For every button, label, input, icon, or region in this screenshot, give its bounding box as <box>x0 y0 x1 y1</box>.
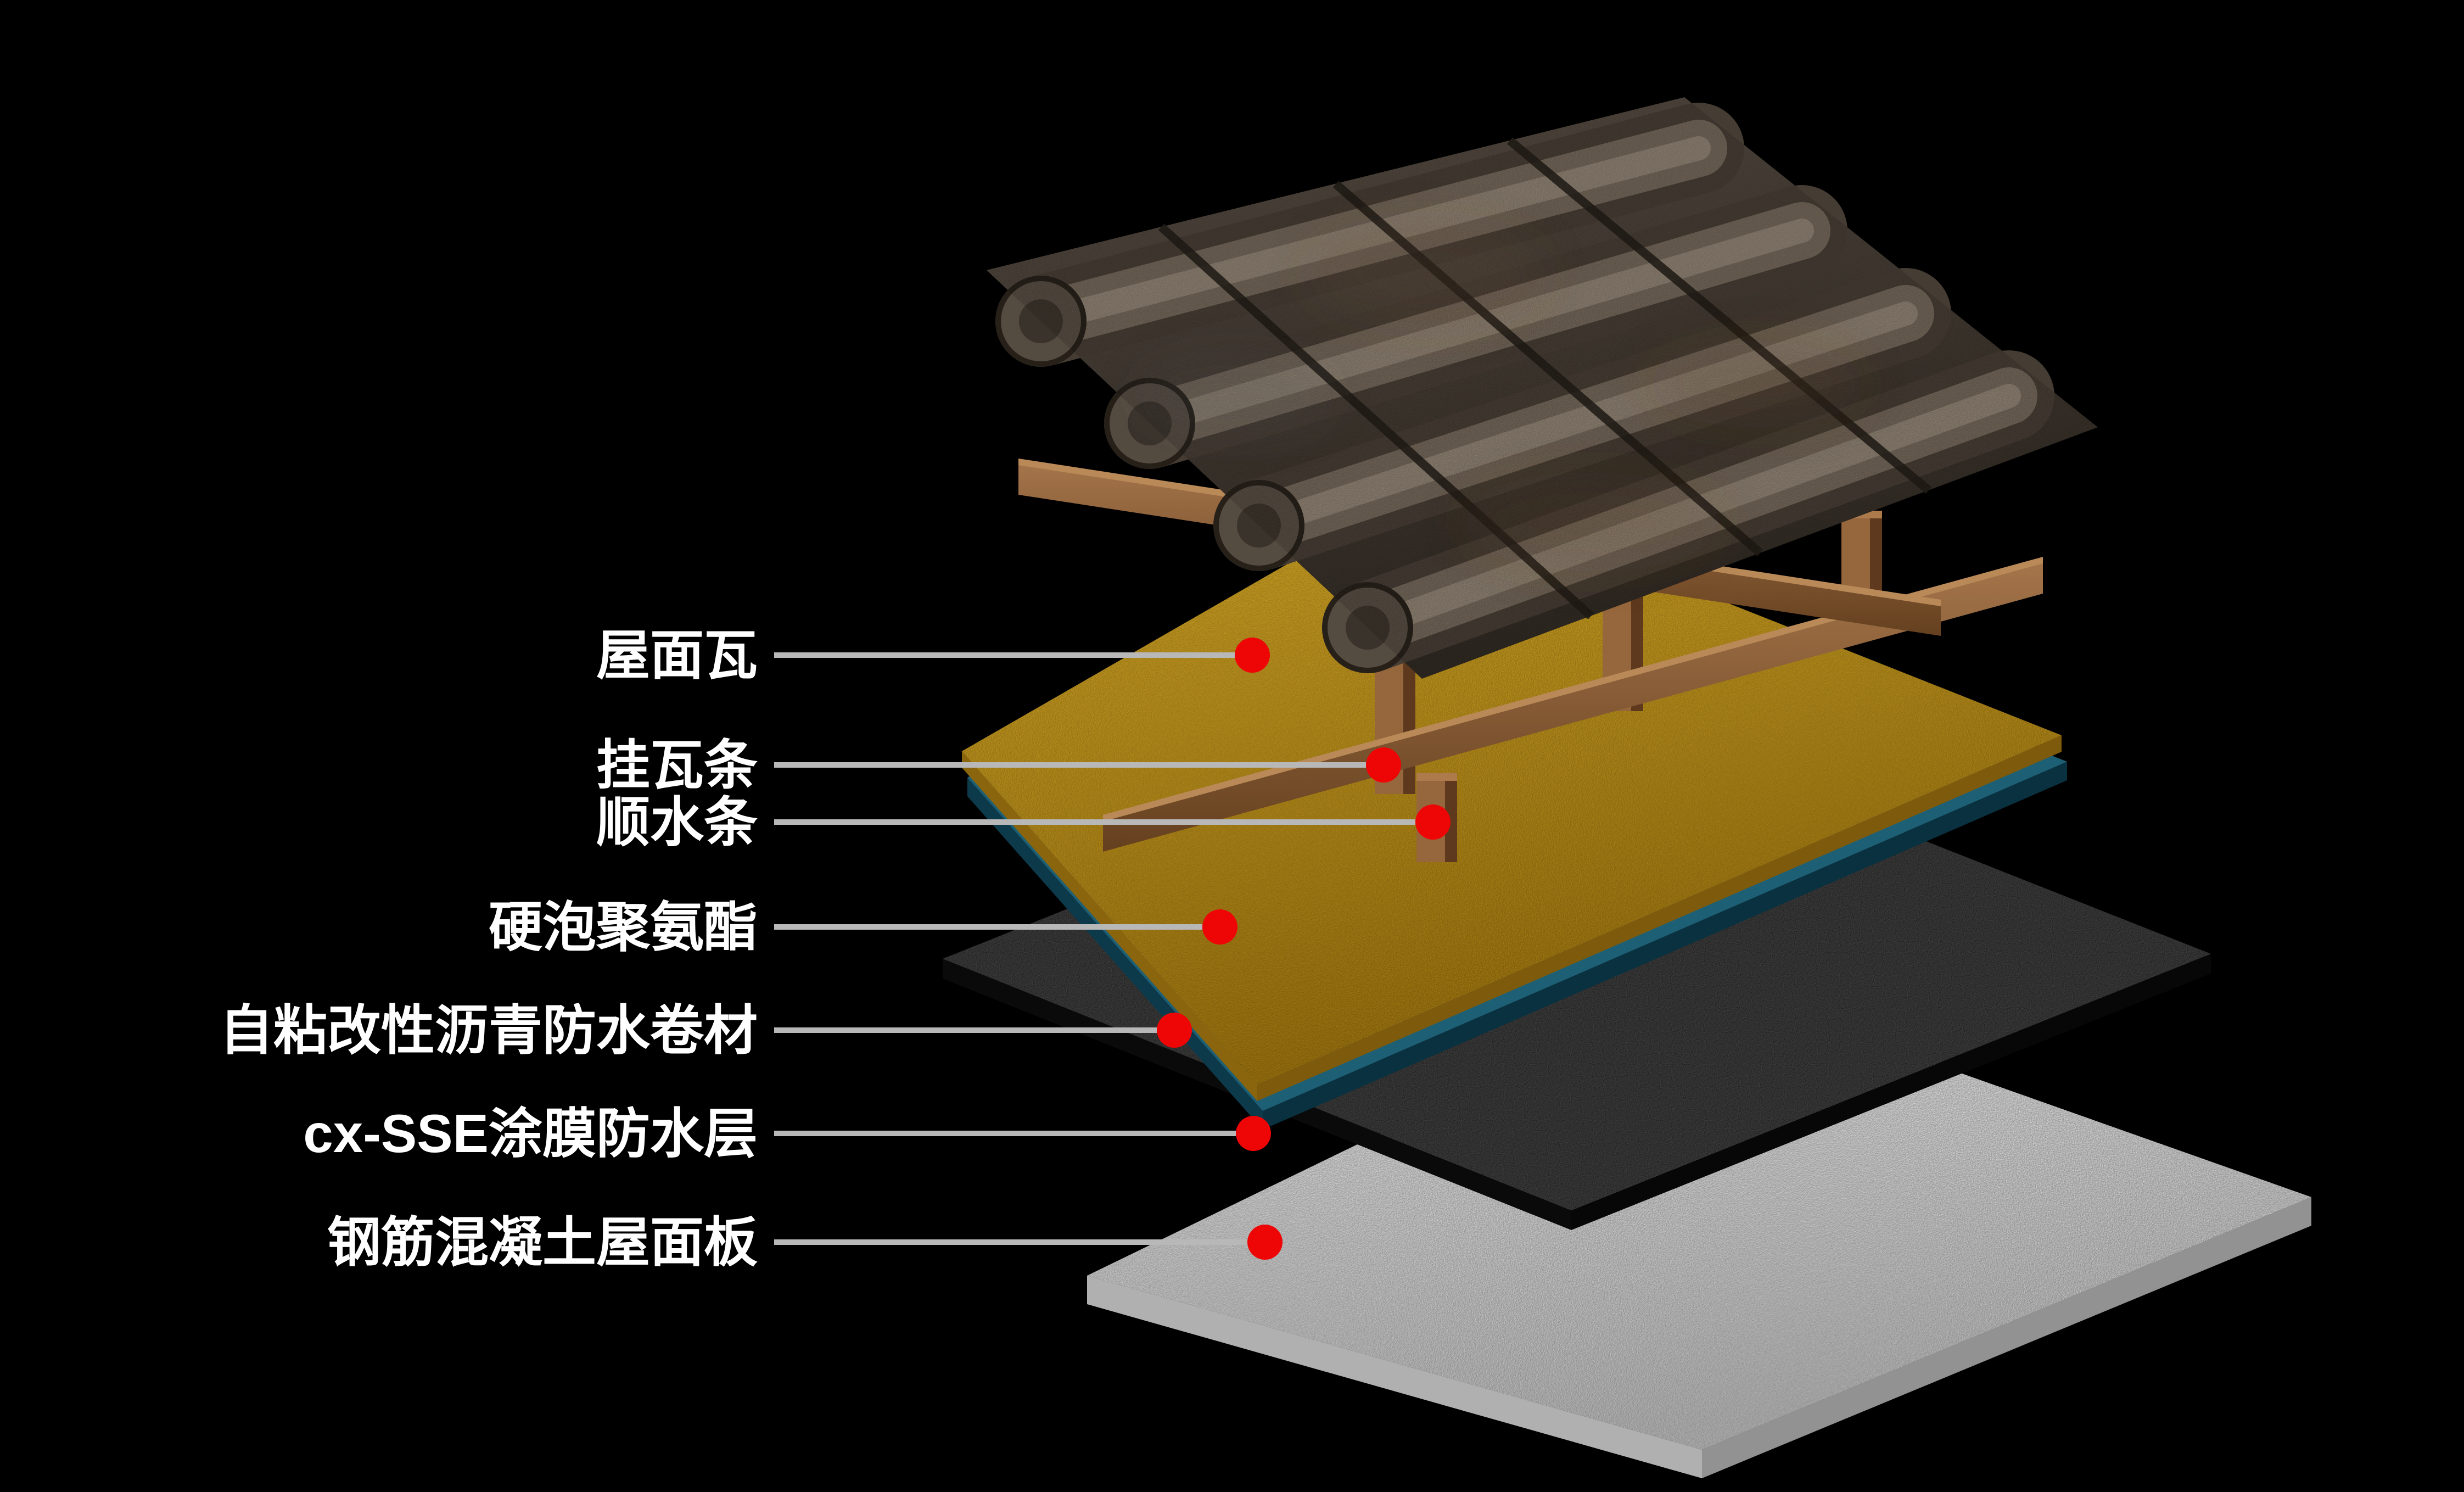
membrane-side-right <box>1263 762 2067 1130</box>
callout-dot <box>1236 1116 1271 1151</box>
callout-dot <box>1202 909 1237 945</box>
callout-dot <box>1415 804 1451 840</box>
callout-line <box>774 819 1415 825</box>
layer-label: 屋面瓦 <box>596 625 758 685</box>
callout-line <box>774 1131 1236 1136</box>
layer-label: 硬泡聚氨酯 <box>488 897 758 957</box>
roof-tiles <box>987 97 2098 679</box>
callout-row: 自粘改性沥青防水卷材 <box>165 1000 1192 1060</box>
callout-dot <box>1247 1225 1283 1260</box>
tile-batten-lower <box>1103 557 2043 852</box>
coating-side-right <box>1571 954 2211 1230</box>
callout-line <box>774 652 1235 658</box>
concrete-slab-side-left <box>1087 1276 1702 1478</box>
callout-row: 挂瓦条 <box>165 735 1401 795</box>
callout-row: 钢筋混凝土屋面板 <box>165 1212 1283 1272</box>
layer-label: 挂瓦条 <box>596 735 758 795</box>
layer-label: 钢筋混凝土屋面板 <box>327 1212 758 1272</box>
layer-label: 顺水条 <box>596 792 758 852</box>
callout-dot <box>1366 747 1401 783</box>
callout-row: 硬泡聚氨酯 <box>165 897 1237 957</box>
concrete-slab <box>1087 980 2311 1478</box>
layer-label: cx-SSE涂膜防水层 <box>303 1103 758 1164</box>
foam-side-right <box>1257 735 2062 1101</box>
callout-row: 顺水条 <box>165 792 1451 852</box>
callout-row: cx-SSE涂膜防水层 <box>165 1103 1271 1164</box>
concrete-slab-texture <box>1087 980 2311 1450</box>
membrane-side-left <box>967 778 1263 1130</box>
tile-texture <box>987 97 2098 679</box>
callout-line <box>774 1239 1247 1245</box>
concrete-slab-side-right <box>1702 1197 2311 1478</box>
callout-dot <box>1235 638 1270 673</box>
layer-label: 自粘改性沥青防水卷材 <box>219 1000 758 1060</box>
callout-line <box>774 762 1366 768</box>
callout-line <box>774 924 1202 930</box>
callout-dot <box>1157 1013 1192 1048</box>
callout-row: 屋面瓦 <box>165 625 1270 685</box>
callout-line <box>774 1027 1157 1033</box>
